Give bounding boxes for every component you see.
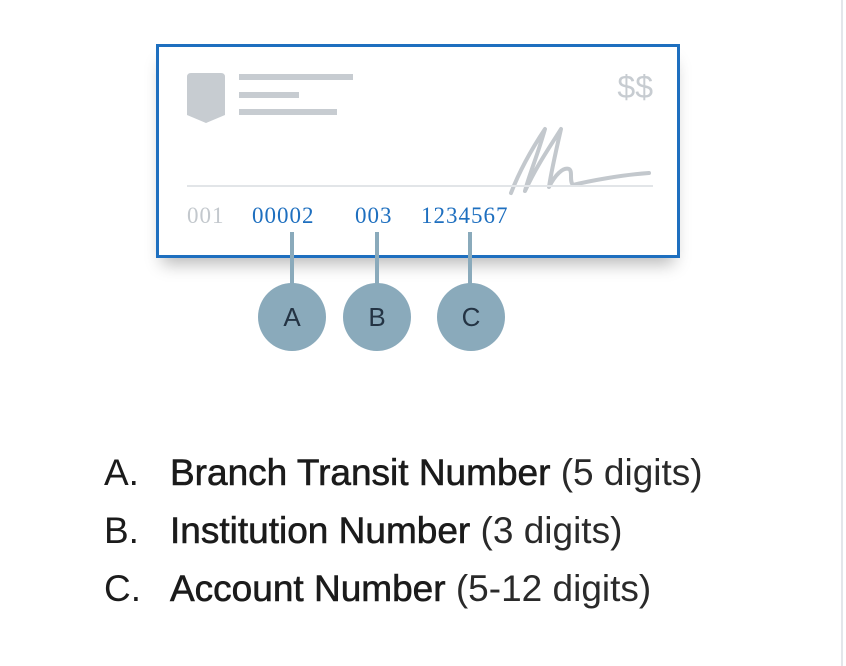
cheque-number: 001 <box>187 203 225 228</box>
cheque-decorations <box>187 73 651 195</box>
legend-list: A. Branch Transit Number (5 digits) B. Ins… <box>104 448 703 622</box>
signature-scribble-icon <box>509 127 651 195</box>
address-line-1 <box>239 74 353 80</box>
legend-item-account: C. Account Number (5-12 digits) <box>104 564 703 622</box>
currency-symbol: $$ <box>617 69 653 105</box>
legend-name: Account Number <box>170 568 446 610</box>
legend-letter: B. <box>104 510 139 551</box>
legend-note: (5-12 digits) <box>455 568 652 609</box>
connector-b <box>375 232 379 284</box>
legend-name: Branch Transit Number <box>170 452 551 494</box>
sample-cheque: $$ 001 00002 003 1234567 <box>156 44 680 258</box>
institution-number: 003 <box>355 203 393 228</box>
connector-c <box>468 232 472 284</box>
account-number: 1234567 <box>421 203 509 228</box>
address-line-3 <box>239 109 337 115</box>
address-line-2 <box>239 92 299 98</box>
connector-a <box>290 232 294 284</box>
signature-line <box>187 185 653 187</box>
legend-note: (5 digits) <box>560 452 703 493</box>
transit-number: 00002 <box>252 203 315 228</box>
legend-item-transit: A. Branch Transit Number (5 digits) <box>104 448 703 506</box>
legend-letter: C. <box>104 568 141 609</box>
shield-logo-icon <box>187 73 225 123</box>
legend-letter: A. <box>104 452 139 493</box>
callout-b: B <box>343 283 411 351</box>
right-divider <box>841 0 843 666</box>
legend-name: Institution Number <box>170 510 471 552</box>
legend-item-institution: B. Institution Number (3 digits) <box>104 506 703 564</box>
callout-c: C <box>437 283 505 351</box>
callout-a: A <box>258 283 326 351</box>
legend-note: (3 digits) <box>480 510 623 551</box>
